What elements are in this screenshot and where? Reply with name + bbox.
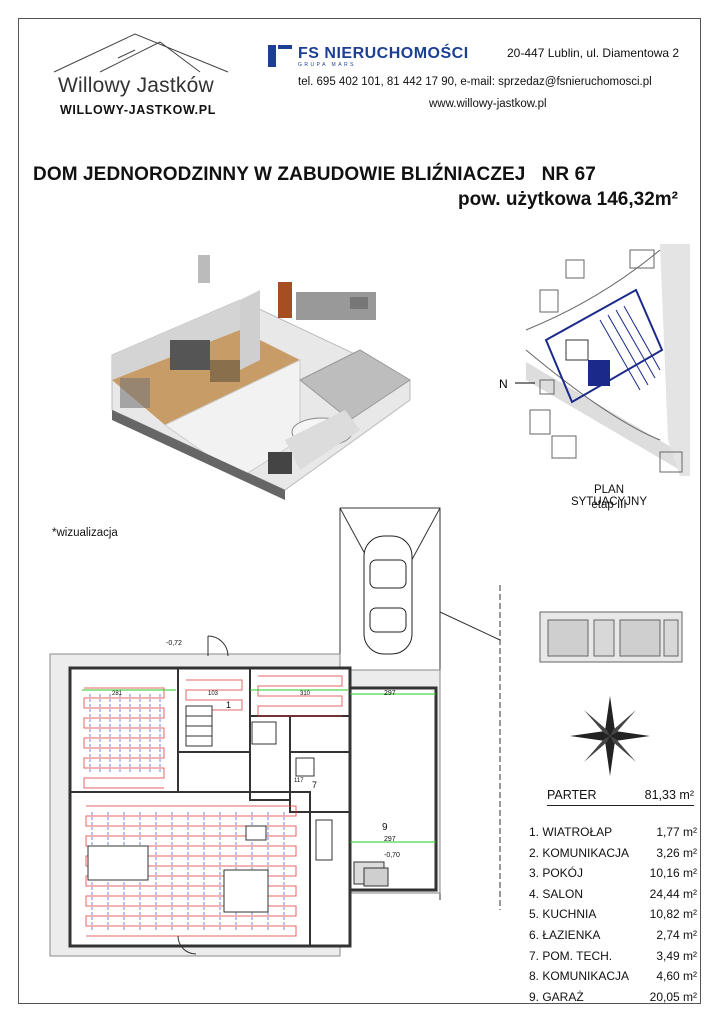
agency-address: 20-447 Lublin, ul. Diamentowa 2 [507, 46, 680, 60]
agency-subtitle: GRUPA MARS [298, 62, 356, 68]
north-label: N [499, 377, 508, 391]
dim-d: 117 [294, 778, 304, 784]
floor-name: PARTER [547, 788, 597, 802]
agency-contact: tel. 695 402 101, 81 442 17 90, e-mail: … [298, 76, 652, 88]
room-number-1: 1 [226, 700, 232, 710]
site-plan-map: N [499, 244, 690, 476]
dim-garage-top: 297 [384, 690, 396, 697]
floor-plan-drawing [49, 635, 441, 957]
visualization-note: *wizualizacja [52, 527, 118, 539]
site-plan-caption: PLAN SYTUACYJNY [570, 484, 648, 508]
room-number-9: 9 [382, 822, 388, 833]
logo-url: WILLOWY-JASTKOW.PL [60, 103, 216, 117]
site-plan-subcaption: etap III [591, 499, 627, 511]
level-label-garage: -0,70 [384, 852, 400, 859]
website-link[interactable]: www.willowy-jastkow.pl [429, 98, 547, 110]
fs-logo-icon [268, 45, 292, 67]
driveway [339, 507, 501, 910]
building-outline-thumbnail [539, 611, 683, 663]
level-label-top: -0,72 [166, 640, 182, 647]
floor-summary-underline [547, 805, 694, 806]
logo-title: Willowy Jastków [58, 74, 214, 97]
dim-c: 310 [300, 691, 311, 697]
list-item: 7. POM. TECH.3,49 m² [529, 948, 697, 963]
agency-name: FS NIERUCHOMOŚCI [298, 45, 469, 62]
dim-b: 103 [208, 691, 219, 697]
house-visualization-image [111, 255, 411, 500]
document-title: DOM JEDNORODZINNY W ZABUDOWIE BLIŹNIACZE… [33, 164, 596, 185]
floor-summary: PARTER 81,33 m² [547, 788, 694, 802]
floor-area: 81,33 m² [644, 788, 694, 802]
room-number-7: 7 [312, 780, 318, 790]
dim-a: 281 [112, 691, 123, 697]
roof-logo-icon [53, 33, 229, 73]
dim-garage-bottom: 297 [384, 836, 396, 843]
usable-area: pow. użytkowa 146,32m² [458, 189, 678, 210]
car-top-icon [363, 535, 413, 655]
compass-rose-icon [570, 696, 650, 776]
page-frame [18, 18, 701, 1004]
